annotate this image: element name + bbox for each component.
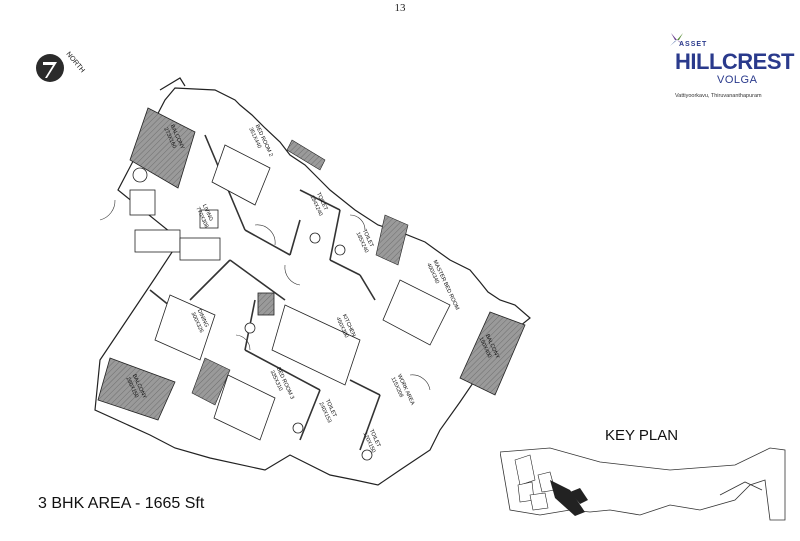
armchair (129, 189, 156, 216)
balcony-bottom-area (97, 357, 176, 421)
dining-table (154, 294, 216, 361)
balcony-right-area (459, 311, 526, 396)
key-plan-highlighted-unit (550, 480, 588, 516)
balcony-left-area (129, 107, 196, 189)
balconies (97, 107, 526, 421)
wardrobes (191, 139, 409, 406)
page-number: 13 (394, 2, 406, 14)
key-plan-buildings (514, 454, 556, 511)
brand-prefix: ASSET (679, 41, 708, 48)
wc-4 (361, 449, 373, 461)
bed-master (382, 279, 451, 346)
project-name: VOLGA (717, 74, 758, 86)
key-plan-title: KEY PLAN (605, 427, 679, 444)
brand-name: HILLCREST (675, 49, 794, 74)
side-table (199, 209, 219, 229)
wc-1 (309, 232, 321, 244)
bed-bedroom3 (213, 374, 276, 441)
sofa (134, 229, 181, 253)
sink (244, 322, 256, 334)
beds (211, 144, 451, 441)
outer-walls (94, 77, 531, 486)
plant-pot (132, 167, 148, 183)
project-location: Vattiyoorkavu, Thiruvananthapuram (675, 93, 762, 99)
toilet-fixtures (244, 232, 373, 461)
wc-2 (334, 244, 346, 256)
living-furniture (129, 167, 221, 261)
key-plan-diagram (500, 447, 786, 521)
kitchen-counter (257, 292, 361, 386)
kitchen-hob (257, 292, 275, 316)
unit-area-label: 3 BHK AREA - 1665 Sft (38, 495, 205, 512)
sofa-2 (179, 237, 221, 261)
bed-bedroom2 (211, 144, 271, 206)
leaf-emblem-icon (670, 33, 684, 46)
north-arrow-icon: NORTH (30, 40, 90, 100)
doors (99, 199, 431, 391)
dining-furniture (154, 294, 216, 361)
wc-3 (292, 422, 304, 434)
